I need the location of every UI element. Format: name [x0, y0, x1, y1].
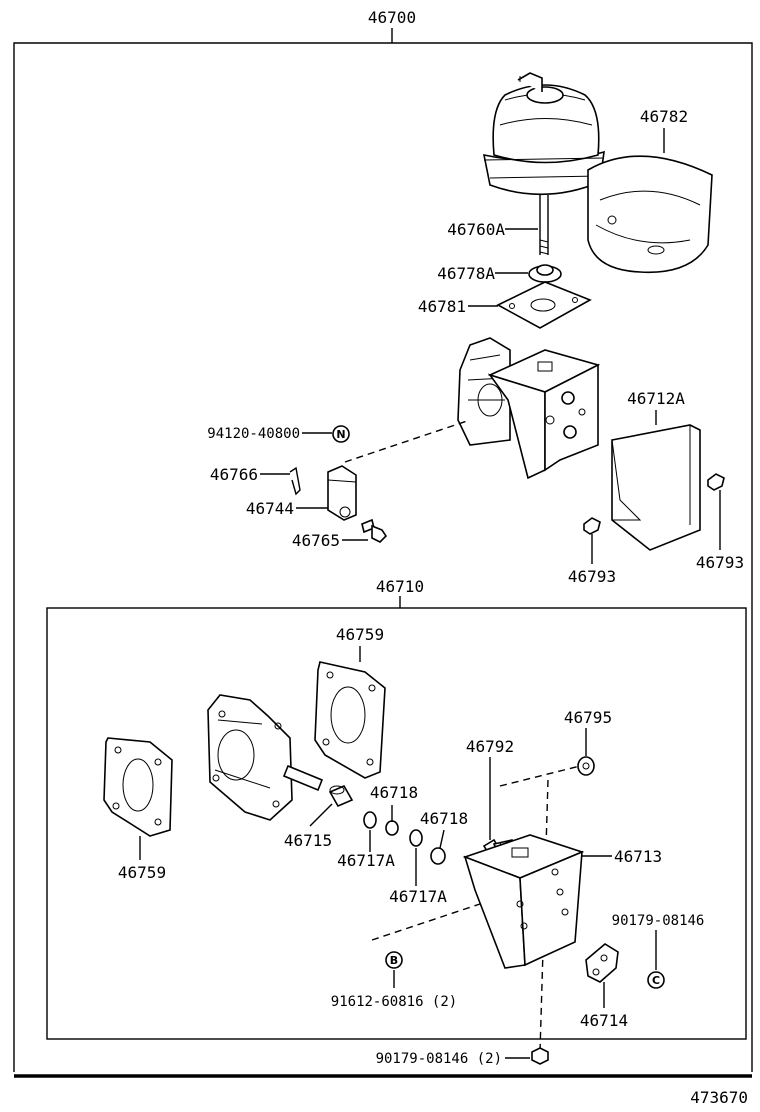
illustration-number: 473670 — [690, 1088, 748, 1107]
subassembly-frame — [46, 596, 747, 1040]
valve-body-icon — [207, 694, 324, 821]
leader-lines-top — [260, 128, 721, 564]
callout-46718-left: 46718 — [370, 783, 418, 802]
callout-46778A: 46778A — [437, 264, 495, 283]
callout-46782: 46782 — [640, 107, 688, 126]
callout-46766: 46766 — [210, 465, 258, 484]
callout-46717A-right: 46717A — [389, 887, 447, 906]
nut-icon: C — [647, 971, 665, 989]
callout-90179-08146: 90179-08146 — [612, 913, 705, 929]
svg-text:B: B — [390, 954, 398, 967]
callout-46759-left: 46759 — [118, 863, 166, 882]
n-mark-icon: N — [332, 425, 350, 443]
bracket-icon — [462, 834, 585, 969]
gasket-icon — [496, 281, 592, 329]
callout-46781: 46781 — [418, 297, 466, 316]
bushing-icon — [328, 784, 354, 808]
lever-icon — [327, 465, 357, 521]
callout-46759-top: 46759 — [336, 625, 384, 644]
nut-icon — [531, 1047, 549, 1065]
nut-icon — [577, 756, 595, 776]
assembly-line — [371, 903, 481, 941]
washer-icon — [363, 811, 446, 865]
callout-46792: 46792 — [466, 737, 514, 756]
assembly-line — [499, 765, 581, 787]
b-mark-icon: B — [385, 951, 403, 969]
callout-46714: 46714 — [580, 1011, 628, 1030]
callout-46793-left: 46793 — [568, 567, 616, 586]
gasket-icon — [103, 737, 173, 837]
callout-46713: 46713 — [614, 847, 662, 866]
callout-90179-08146-2: 90179-08146 (2) — [376, 1051, 502, 1067]
svg-text:C: C — [652, 974, 660, 987]
callout-94120-40800: 94120-40800 — [207, 426, 300, 442]
callout-46765: 46765 — [292, 531, 340, 550]
assembly-line — [344, 419, 471, 463]
callout-46760A: 46760A — [447, 220, 505, 239]
bolt-icon — [583, 473, 725, 535]
leader-lines-sub — [139, 646, 657, 1059]
bracket-icon — [457, 337, 601, 480]
pin-icon — [361, 518, 388, 543]
assembly-number: 46700 — [368, 8, 416, 27]
gasket-icon — [314, 661, 386, 779]
callout-46717A-left: 46717A — [337, 851, 395, 870]
svg-text:N: N — [336, 428, 345, 441]
vacuum-actuator-icon — [482, 72, 605, 255]
heat-shield-icon — [587, 155, 713, 274]
callout-46793-right: 46793 — [696, 553, 744, 572]
subassembly-number: 46710 — [376, 577, 424, 596]
callout-46712A: 46712A — [627, 389, 685, 408]
callout-91612-60816: 91612-60816 (2) — [331, 994, 457, 1010]
clip-icon — [289, 466, 301, 496]
callout-46744: 46744 — [246, 499, 294, 518]
lever-icon — [585, 943, 619, 983]
callout-46795: 46795 — [564, 708, 612, 727]
washer-icon — [528, 264, 562, 283]
callout-46718-right: 46718 — [420, 809, 468, 828]
insulator-icon — [611, 424, 701, 551]
outer-frame — [13, 28, 753, 1078]
callout-46715: 46715 — [284, 831, 332, 850]
